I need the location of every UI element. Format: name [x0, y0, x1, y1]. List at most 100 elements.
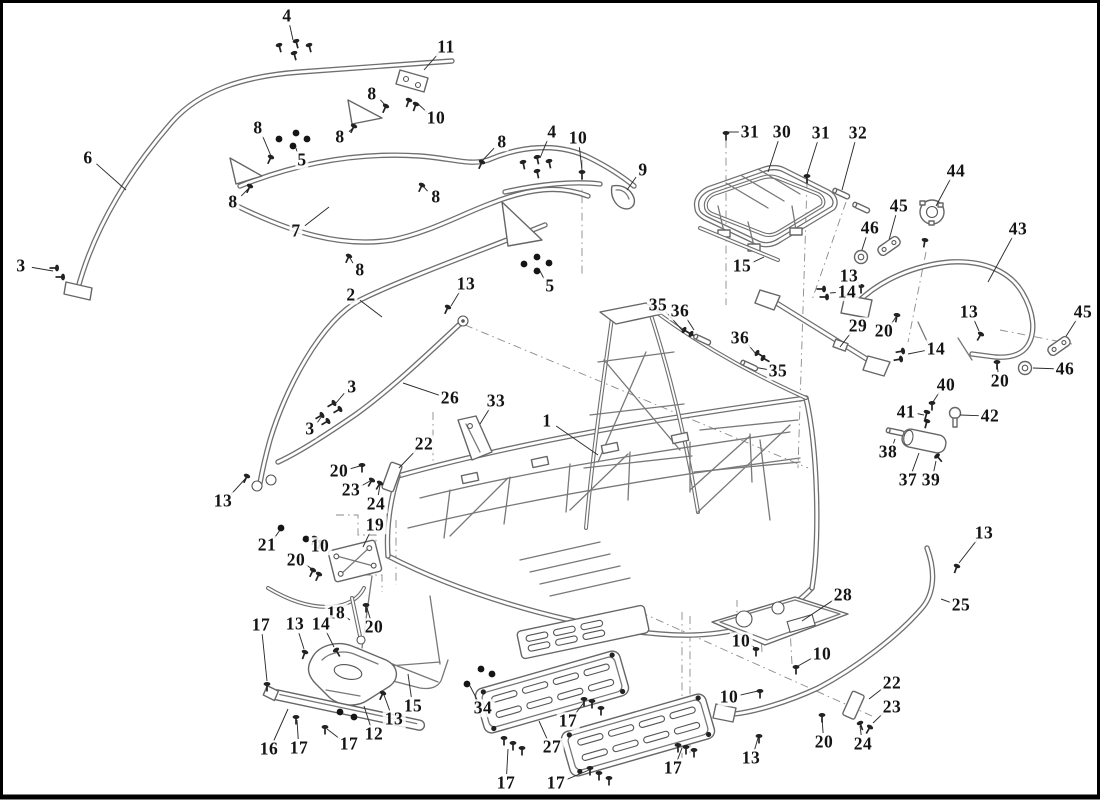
spacer-icon [832, 187, 851, 200]
bolt-icon [722, 131, 730, 141]
bolt-icon [586, 766, 594, 776]
bolt-icon [895, 347, 906, 355]
bolt-icon [682, 745, 690, 755]
roll-cage-art [63, 61, 634, 492]
bolt-icon [509, 741, 517, 751]
bolt-icon [315, 571, 323, 582]
bolt-icon [893, 312, 901, 323]
bolt-icon [315, 411, 325, 420]
bolt-icon [379, 690, 387, 701]
bolt-icon [321, 725, 329, 735]
clip-plate-icon [1047, 335, 1071, 357]
bolt-icon [755, 734, 763, 744]
bolt-icon [605, 776, 613, 786]
bolt-icon [923, 418, 931, 429]
bolt-icon [674, 743, 682, 753]
bolt-icon [275, 42, 283, 53]
bolt-icon [333, 405, 343, 414]
underbody-art [711, 548, 933, 723]
bolt-icon [792, 665, 800, 675]
bolt-icon [317, 539, 325, 550]
small-brackets-art [266, 415, 493, 645]
clip-plate-icon [877, 235, 901, 257]
nut-icon [545, 259, 553, 267]
rear-rack-art [697, 168, 835, 262]
bolt-icon [756, 689, 764, 699]
bolt-icon [358, 463, 366, 473]
bolt-icon [893, 355, 904, 363]
nut-icon [289, 142, 297, 150]
fastener-hardware [49, 38, 1071, 786]
nut-icon [477, 665, 485, 673]
nut-icon [275, 135, 283, 143]
bolt-icon [327, 399, 337, 408]
bolt-icon [350, 123, 358, 134]
bolt-icon [267, 154, 275, 165]
bolt-icon [444, 304, 452, 315]
bolt-icon [263, 682, 271, 692]
bolt-icon [865, 724, 874, 734]
support-bar-hitch-art [754, 289, 962, 454]
bolt-icon [934, 453, 943, 463]
bolt-icon [292, 715, 300, 725]
bolt-icon [246, 183, 254, 194]
bolt-icon [856, 720, 864, 731]
bolt-icon [976, 331, 985, 341]
bolt-icon [382, 103, 390, 114]
bolt-icon [345, 253, 353, 264]
callout-leader-lines [31, 24, 1078, 781]
footwell-slider-art [262, 642, 426, 731]
bolt-icon [816, 285, 826, 293]
bolt-icon [533, 168, 541, 179]
bolt-icon [500, 736, 508, 746]
spacer-icon [885, 427, 905, 437]
bolt-icon [305, 42, 313, 53]
bolt-icon [478, 159, 486, 170]
nut-icon [488, 670, 496, 678]
bolt-icon [803, 174, 811, 184]
bolt-icon [290, 50, 298, 61]
washer-icon [853, 249, 869, 265]
nut-icon [533, 267, 541, 275]
bolt-icon [309, 567, 317, 578]
bolt-icon [301, 649, 309, 660]
main-frame-art [352, 302, 817, 690]
spacer-icon [740, 359, 759, 372]
spacer-icon [852, 201, 871, 214]
nut-icon [303, 135, 311, 143]
bolt-icon [367, 477, 376, 487]
bolt-icon [362, 603, 370, 613]
bolt-icon [533, 154, 541, 165]
nut-icon [520, 260, 528, 268]
bolt-icon [405, 97, 413, 108]
bolt-icon [49, 264, 59, 272]
nut-icon [350, 713, 358, 721]
bolt-icon [375, 480, 384, 490]
bolt-icon [588, 699, 596, 709]
spacer-icon [693, 333, 712, 346]
bolt-icon [243, 473, 251, 484]
bolt-icon [597, 706, 605, 716]
bolt-icon [580, 697, 588, 707]
bolt-icon [928, 401, 936, 411]
bolt-icon [321, 417, 331, 426]
bolt-icon [690, 748, 698, 758]
bolt-icon [332, 647, 341, 657]
bolt-icon [993, 360, 1001, 370]
bolt-icon [953, 563, 961, 574]
bolt-icon [55, 273, 65, 281]
bolt-icon [418, 182, 426, 193]
nut-icon [336, 708, 344, 716]
nut-icon [277, 524, 285, 532]
bolt-icon [760, 354, 770, 363]
bolt-icon [923, 409, 931, 420]
bolt-icon [819, 293, 829, 301]
nut-icon [463, 680, 471, 688]
bolt-icon [595, 771, 603, 781]
nut-icon [302, 535, 310, 543]
floor-slot-strip [516, 604, 650, 660]
nut-icon [292, 129, 300, 137]
rear-bumper-art [840, 199, 1033, 361]
